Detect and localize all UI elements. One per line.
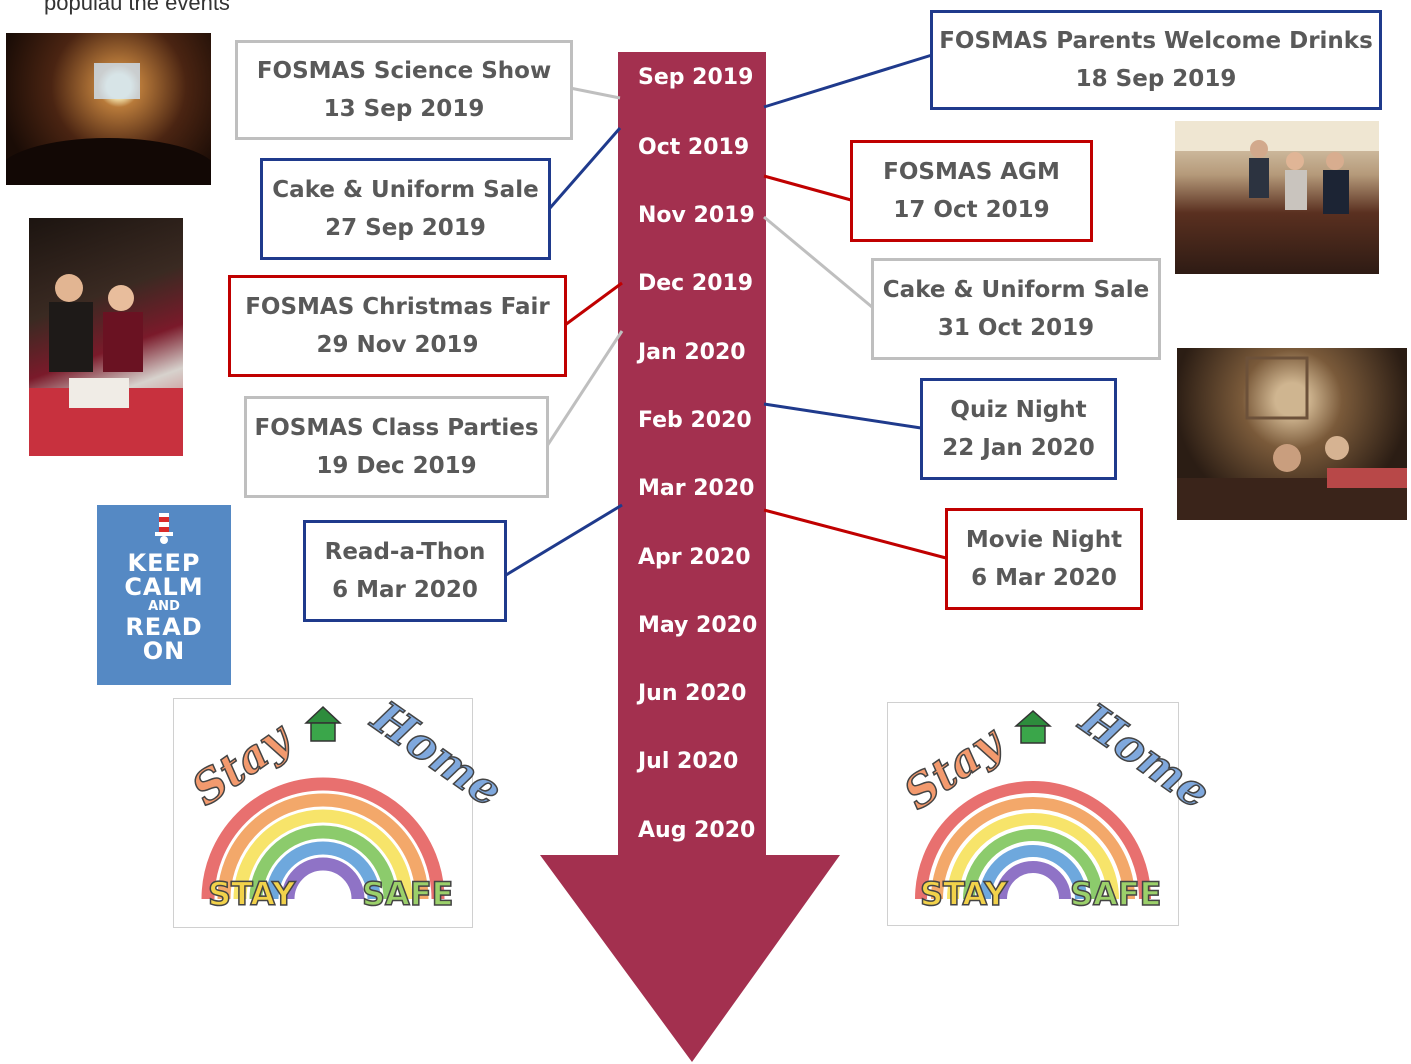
event-welcome-drinks: FOSMAS Parents Welcome Drinks 18 Sep 201…: [930, 10, 1382, 110]
event-date: 31 Oct 2019: [937, 315, 1095, 341]
house-icon: [304, 705, 342, 742]
month-label: Jul 2020: [638, 749, 739, 774]
connector-cake-sale-1: [548, 127, 622, 209]
poster-line: READ: [125, 613, 203, 641]
event-date: 29 Nov 2019: [316, 332, 479, 358]
event-title: FOSMAS AGM: [883, 159, 1060, 185]
connector-agm: [763, 174, 852, 202]
stay-home-rainbow-left: Stay Home STAY SAFE: [173, 691, 512, 928]
stay-home-rainbow-right: Stay Home STAY SAFE: [887, 693, 1220, 926]
month-label: Mar 2020: [638, 476, 755, 501]
event-read-a-thon: Read-a-Thon 6 Mar 2020: [303, 520, 507, 622]
month-label: Dec 2019: [638, 271, 754, 296]
event-title: Read-a-Thon: [324, 539, 486, 565]
event-title: Cake & Uniform Sale: [882, 277, 1150, 303]
connector-science-show: [569, 86, 621, 100]
event-science-show: FOSMAS Science Show 13 Sep 2019: [235, 40, 573, 140]
month-label: May 2020: [638, 613, 758, 638]
house-icon: [1014, 709, 1052, 744]
agm-photo: [1175, 121, 1379, 274]
clipped-header-text: populau the events: [44, 0, 230, 15]
connector-read-a-thon: [505, 503, 623, 577]
event-christmas-fair: FOSMAS Christmas Fair 29 Nov 2019: [228, 275, 567, 377]
quiz-night-photo: [1177, 348, 1407, 520]
event-quiz-night: Quiz Night 22 Jan 2020: [920, 378, 1117, 480]
science-show-photo: [6, 33, 211, 185]
connector-cake-sale-2: [763, 215, 873, 309]
event-date: 27 Sep 2019: [325, 215, 486, 241]
event-title: FOSMAS Parents Welcome Drinks: [939, 28, 1373, 54]
month-label: Feb 2020: [638, 408, 752, 433]
event-movie-night: Movie Night 6 Mar 2020: [945, 508, 1143, 610]
poster-line: AND: [148, 599, 180, 614]
event-date: 18 Sep 2019: [1075, 66, 1237, 92]
event-date: 22 Jan 2020: [942, 435, 1095, 461]
event-title: Quiz Night: [950, 397, 1087, 423]
poster-line: CALM: [124, 573, 204, 601]
cat-hat-icon: [155, 513, 173, 544]
connector-christmas-fair: [564, 281, 623, 327]
poster-line: KEEP: [127, 549, 201, 577]
event-class-parties: FOSMAS Class Parties 19 Dec 2019: [244, 396, 549, 498]
event-title: Cake & Uniform Sale: [272, 177, 539, 203]
event-date: 6 Mar 2020: [971, 565, 1117, 591]
connector-welcome-drinks: [763, 53, 933, 109]
month-label: Jan 2020: [638, 340, 746, 365]
event-cake-uniform-sale-sep: Cake & Uniform Sale 27 Sep 2019: [260, 158, 551, 260]
stay-safe-word: STAY: [207, 874, 296, 914]
rainbow-icon: [915, 709, 1151, 900]
month-label: Aug 2020: [638, 818, 756, 843]
event-title: FOSMAS Science Show: [256, 58, 552, 84]
stay-safe-word: SAFE: [361, 874, 454, 914]
event-title: Movie Night: [965, 527, 1123, 553]
month-label: Apr 2020: [638, 545, 751, 570]
event-title: FOSMAS Class Parties: [254, 415, 539, 441]
month-label: Jun 2020: [638, 681, 747, 706]
christmas-fair-photo: [29, 218, 183, 456]
event-date: 19 Dec 2019: [316, 453, 477, 479]
keep-calm-poster: KEEP CALM AND READ ON: [97, 505, 231, 685]
stay-safe-word: SAFE: [1069, 874, 1162, 914]
connector-quiz-night: [763, 402, 922, 430]
connector-movie-night: [763, 508, 947, 560]
event-agm: FOSMAS AGM 17 Oct 2019: [850, 140, 1093, 242]
month-label: Sep 2019: [638, 65, 754, 90]
poster-line: ON: [142, 637, 186, 665]
event-title: FOSMAS Christmas Fair: [245, 294, 550, 320]
connector-class-parties: [545, 330, 624, 447]
month-label: Nov 2019: [638, 203, 755, 228]
event-date: 6 Mar 2020: [332, 577, 478, 603]
rainbow-icon: [201, 705, 445, 900]
month-label: Oct 2019: [638, 135, 750, 160]
event-cake-uniform-sale-oct: Cake & Uniform Sale 31 Oct 2019: [871, 258, 1161, 360]
event-date: 17 Oct 2019: [893, 197, 1050, 223]
event-date: 13 Sep 2019: [323, 96, 485, 122]
stay-safe-word: STAY: [919, 874, 1008, 914]
